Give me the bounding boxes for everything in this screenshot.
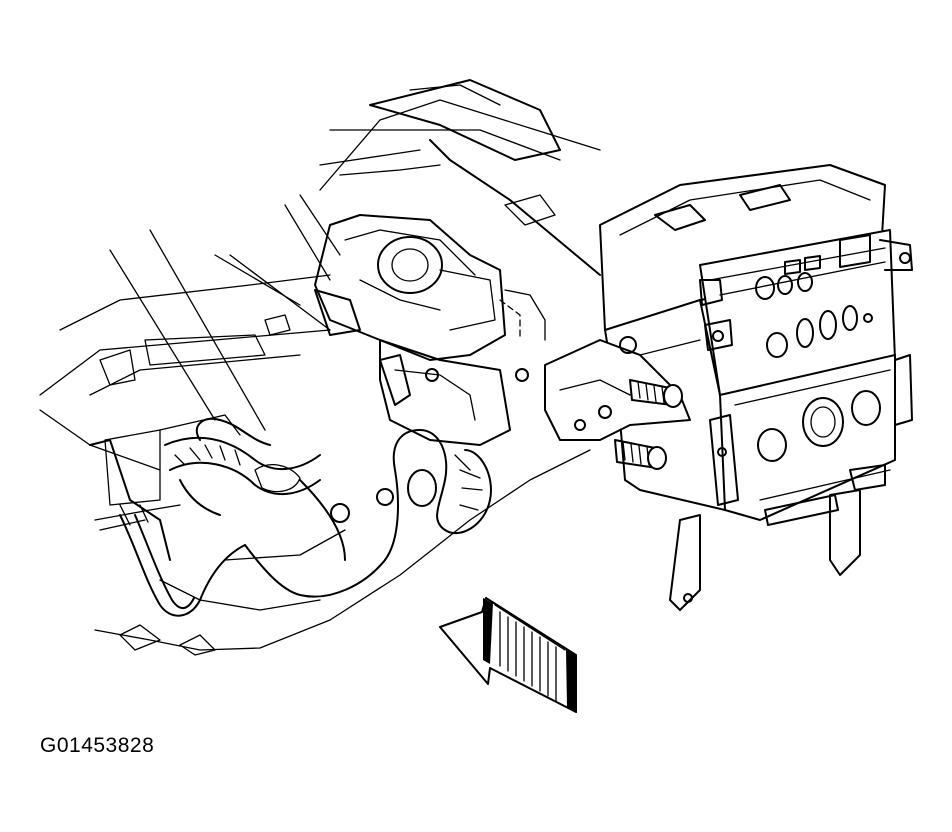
direction-arrow (439, 597, 577, 713)
wiring-harness (94, 417, 492, 617)
control-head-assembly (599, 164, 913, 611)
dashboard-structure (39, 79, 601, 656)
figure-id-label: G01453828 (40, 734, 155, 757)
steering-column (314, 214, 546, 446)
mounting-bracket (544, 336, 691, 470)
